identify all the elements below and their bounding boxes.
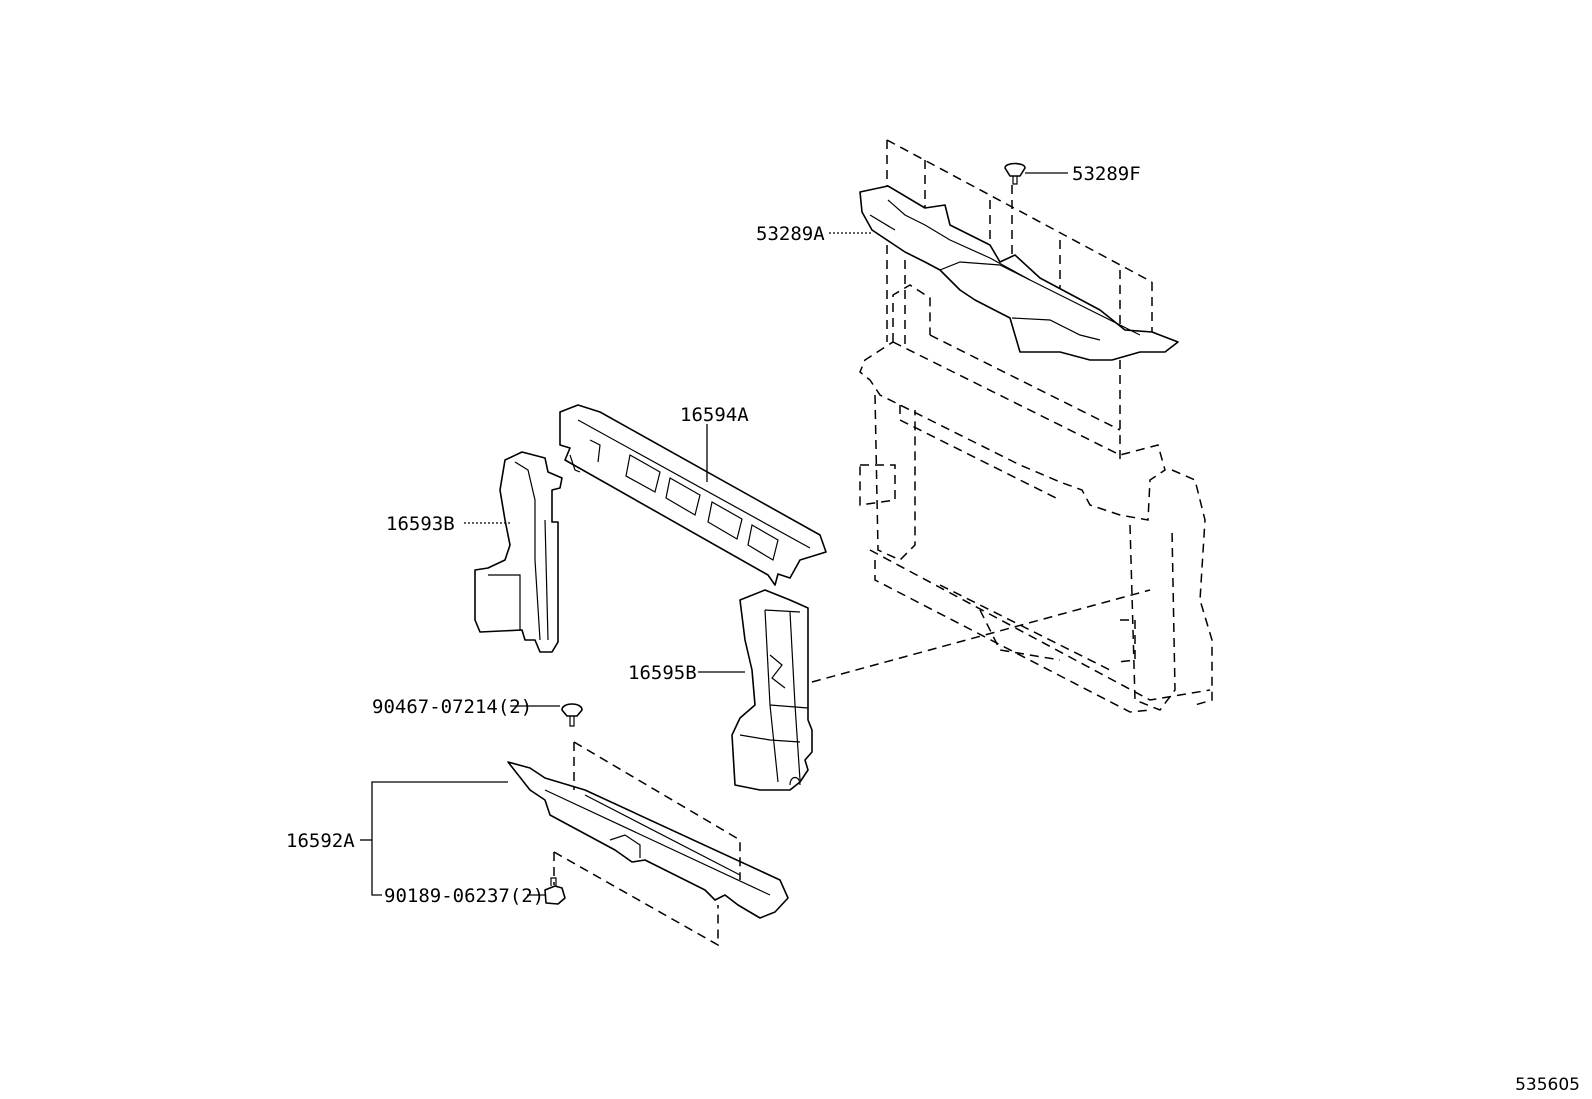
callout-90467-07214: 90467-07214(2) xyxy=(372,696,532,718)
part-53289f-clip[interactable] xyxy=(1004,162,1026,185)
callout-16593b: 16593B xyxy=(386,513,455,535)
figure-number: 535605 xyxy=(1515,1075,1580,1095)
callout-16592a: 16592A xyxy=(286,830,355,852)
part-53289a-upper-cover[interactable] xyxy=(859,185,1179,361)
callout-90189-06237: 90189-06237(2) xyxy=(384,885,544,907)
lower-seal-guide-lines xyxy=(553,741,741,947)
part-16594a-upper-seal[interactable] xyxy=(559,404,827,586)
callout-16595b: 16595B xyxy=(628,662,697,684)
seal-16595b-guide-line xyxy=(811,589,1151,683)
callout-53289a: 53289A xyxy=(756,223,825,245)
part-90189-06237-nut[interactable] xyxy=(544,877,566,905)
part-90467-07214-clip[interactable] xyxy=(561,703,583,727)
callout-leaders xyxy=(360,172,1068,896)
part-16593b-side-seal[interactable] xyxy=(474,451,563,653)
callout-53289f: 53289F xyxy=(1072,163,1141,185)
callout-16594a: 16594A xyxy=(680,404,749,426)
part-16595b-side-seal[interactable] xyxy=(731,589,813,791)
radiator-support-phantom xyxy=(859,284,1213,713)
part-16592a-lower-seal[interactable] xyxy=(507,761,789,919)
upper-cover-guide-lines xyxy=(886,139,1153,460)
